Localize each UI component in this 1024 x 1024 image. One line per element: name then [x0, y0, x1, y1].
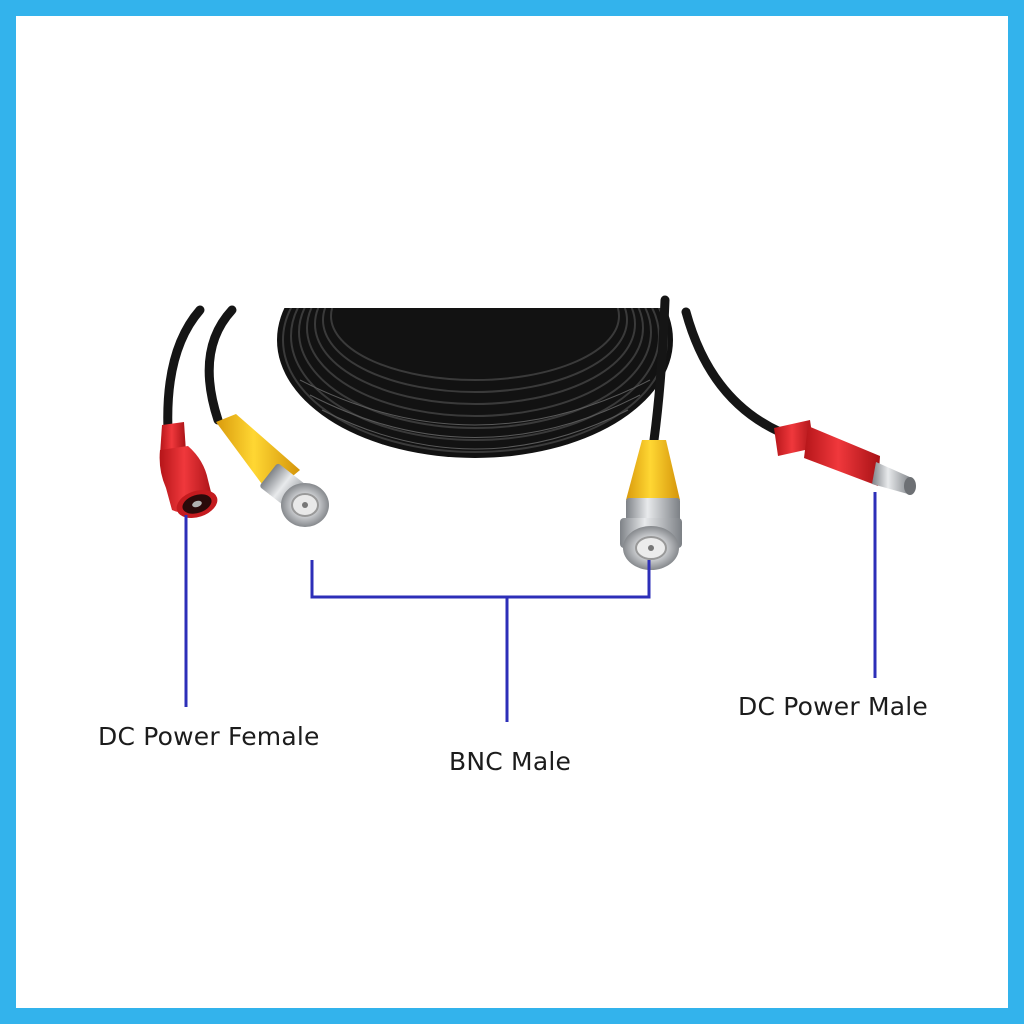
cable-wires	[163, 295, 785, 445]
dc-male-connector	[774, 420, 916, 495]
callout-lines	[184, 492, 877, 722]
bnc-male-connector-left	[216, 414, 329, 527]
dc-female-connector	[159, 422, 218, 518]
bnc-male-label: BNC Male	[449, 747, 572, 776]
cable-photo	[159, 295, 916, 722]
dc-power-female-label: DC Power Female	[98, 722, 320, 751]
dc-power-male-label: DC Power Male	[738, 692, 929, 721]
bnc-male-connector-right	[620, 440, 682, 570]
cable-coil	[277, 308, 673, 458]
